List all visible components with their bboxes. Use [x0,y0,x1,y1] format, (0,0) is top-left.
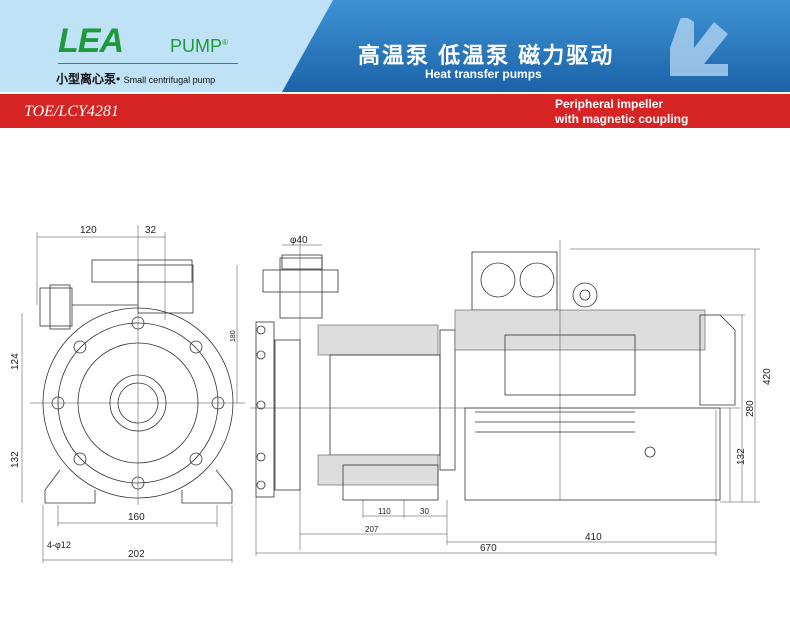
banner-title-en: Heat transfer pumps [425,67,542,81]
dim-132-side: 132 [736,448,747,465]
dim-410: 410 [585,532,602,543]
header-banner: LEA PUMP® 小型离心泵• Small centrifugal pump … [0,0,790,92]
dim-160: 160 [128,512,145,523]
dim-132: 132 [10,451,21,468]
technical-drawing: 120 32 124 132 180 160 202 4-φ12 φ40 420… [10,225,773,563]
dim-110: 110 [378,507,391,516]
logo: LEA [58,22,124,60]
logo-divider [58,63,238,64]
dim-670: 670 [480,543,497,554]
front-view: 120 32 124 132 180 160 202 4-φ12 [10,225,245,563]
model-number: TOE/LCY4281 [24,103,119,120]
model-description-line-1: Peripheral impeller [555,97,664,111]
dim-280: 280 [745,400,756,417]
logo-pump-text: PUMP® [170,36,228,57]
dim-120: 120 [80,225,97,236]
dim-holes: 4-φ12 [47,540,71,550]
dim-420: 420 [762,368,773,385]
model-bar [0,94,790,128]
side-view: φ40 420 280 132 110 30 207 410 670 [250,235,773,556]
banner-title-cn: 高温泵 低温泵 磁力驱动 [358,43,615,68]
dim-30: 30 [420,507,429,516]
logo-subtitle: 小型离心泵• Small centrifugal pump [56,72,216,86]
arrow-down-left-icon [670,18,728,76]
logo-subtitle-cn: 小型离心泵 [56,72,117,86]
model-description-line-2: with magnetic coupling [555,112,689,126]
dim-124: 124 [10,353,21,370]
logo-subtitle-en: Small centrifugal pump [123,75,216,85]
dim-32: 32 [145,225,157,236]
dim-207: 207 [365,525,379,534]
dim-phi40: φ40 [290,235,308,246]
registered-mark: ® [222,38,228,47]
flange-bolts [256,325,266,490]
logo-pump-word: PUMP [170,36,223,56]
dim-180: 180 [230,330,237,342]
dim-202: 202 [128,549,145,560]
